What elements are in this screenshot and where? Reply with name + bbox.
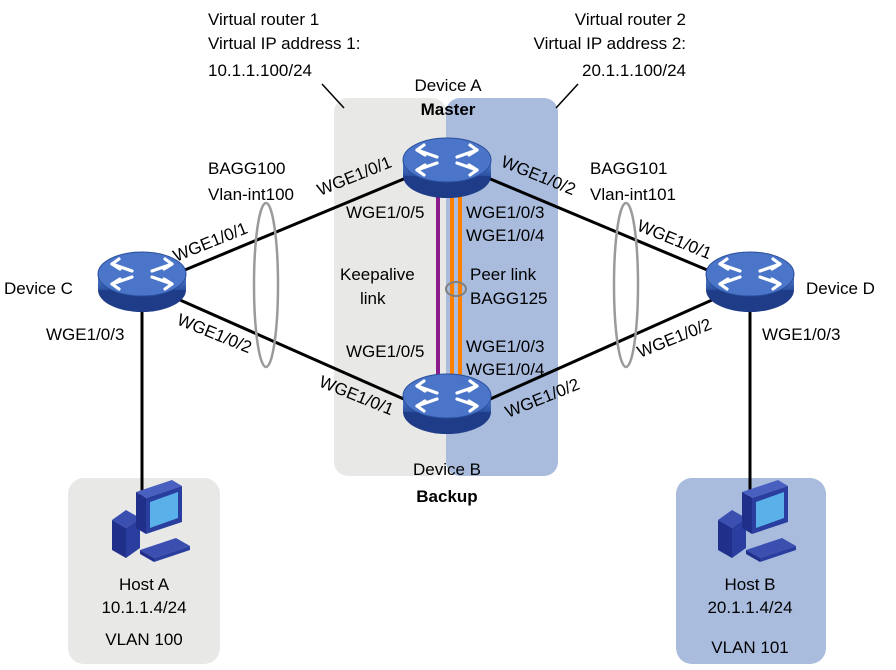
link-a-d	[487, 176, 713, 274]
vr2-ip-value: 20.1.1.100/24	[582, 61, 686, 80]
device-a-name: Device A	[414, 76, 482, 95]
vr2-leader	[555, 83, 579, 109]
link-b-d	[487, 298, 713, 402]
host-b-vlan: VLAN 101	[711, 638, 789, 657]
bagg100-label: BAGG100	[208, 159, 286, 178]
keepalive-label-line2: link	[360, 289, 386, 308]
device-c-switch-icon	[96, 250, 188, 314]
port-c-down: WGE1/0/2	[175, 310, 255, 357]
vr1-title: Virtual router 1	[208, 10, 319, 29]
device-b-role: Backup	[416, 487, 477, 506]
bagg100-ring	[252, 201, 280, 369]
vr1-leader	[321, 83, 345, 109]
vr1-ip-label: Virtual IP address 1:	[208, 34, 360, 53]
host-a-ip: 10.1.1.4/24	[101, 598, 186, 617]
port-a-keepalive: WGE1/0/5	[346, 203, 424, 222]
host-b-ip: 20.1.1.4/24	[707, 598, 792, 617]
host-b-name: Host B	[724, 575, 775, 594]
device-b-name: Device B	[413, 460, 481, 479]
vr2-title: Virtual router 2	[575, 10, 686, 29]
vr2-ip-label: Virtual IP address 2:	[534, 34, 686, 53]
vlan-int101-label: Vlan-int101	[590, 185, 676, 204]
peer-link-aggregation-ring	[445, 281, 467, 297]
host-a-zone	[68, 478, 220, 664]
host-a-name: Host A	[119, 575, 170, 594]
port-b-peer-2: WGE1/0/4	[466, 360, 544, 379]
port-b-peer-1: WGE1/0/3	[466, 337, 544, 356]
bagg101-label: BAGG101	[590, 159, 668, 178]
device-b-router-icon	[401, 372, 493, 436]
vr1-ip-value: 10.1.1.100/24	[208, 61, 312, 80]
host-a-vlan: VLAN 100	[105, 630, 183, 649]
host-b-zone	[676, 478, 826, 664]
port-b-keepalive: WGE1/0/5	[346, 342, 424, 361]
link-a-c	[179, 176, 407, 274]
peer-link-label-line1: Peer link	[470, 265, 537, 284]
port-a-peer-1: WGE1/0/3	[466, 203, 544, 222]
device-c-name: Device C	[4, 279, 73, 298]
port-d-host: WGE1/0/3	[762, 325, 840, 344]
link-b-c	[179, 298, 407, 402]
peer-link-label-line2: BAGG125	[470, 289, 548, 308]
keepalive-label-line1: Keepalive	[340, 265, 415, 284]
port-d-down: WGE1/0/2	[634, 315, 714, 362]
device-d-name: Device D	[806, 279, 875, 298]
device-a-router-icon	[401, 136, 493, 200]
port-a-peer-2: WGE1/0/4	[466, 226, 544, 245]
device-d-switch-icon	[704, 250, 796, 314]
device-a-role: Master	[421, 100, 476, 119]
vlan-int100-label: Vlan-int100	[208, 185, 294, 204]
bagg101-ring	[612, 201, 640, 369]
port-c-host: WGE1/0/3	[46, 325, 124, 344]
